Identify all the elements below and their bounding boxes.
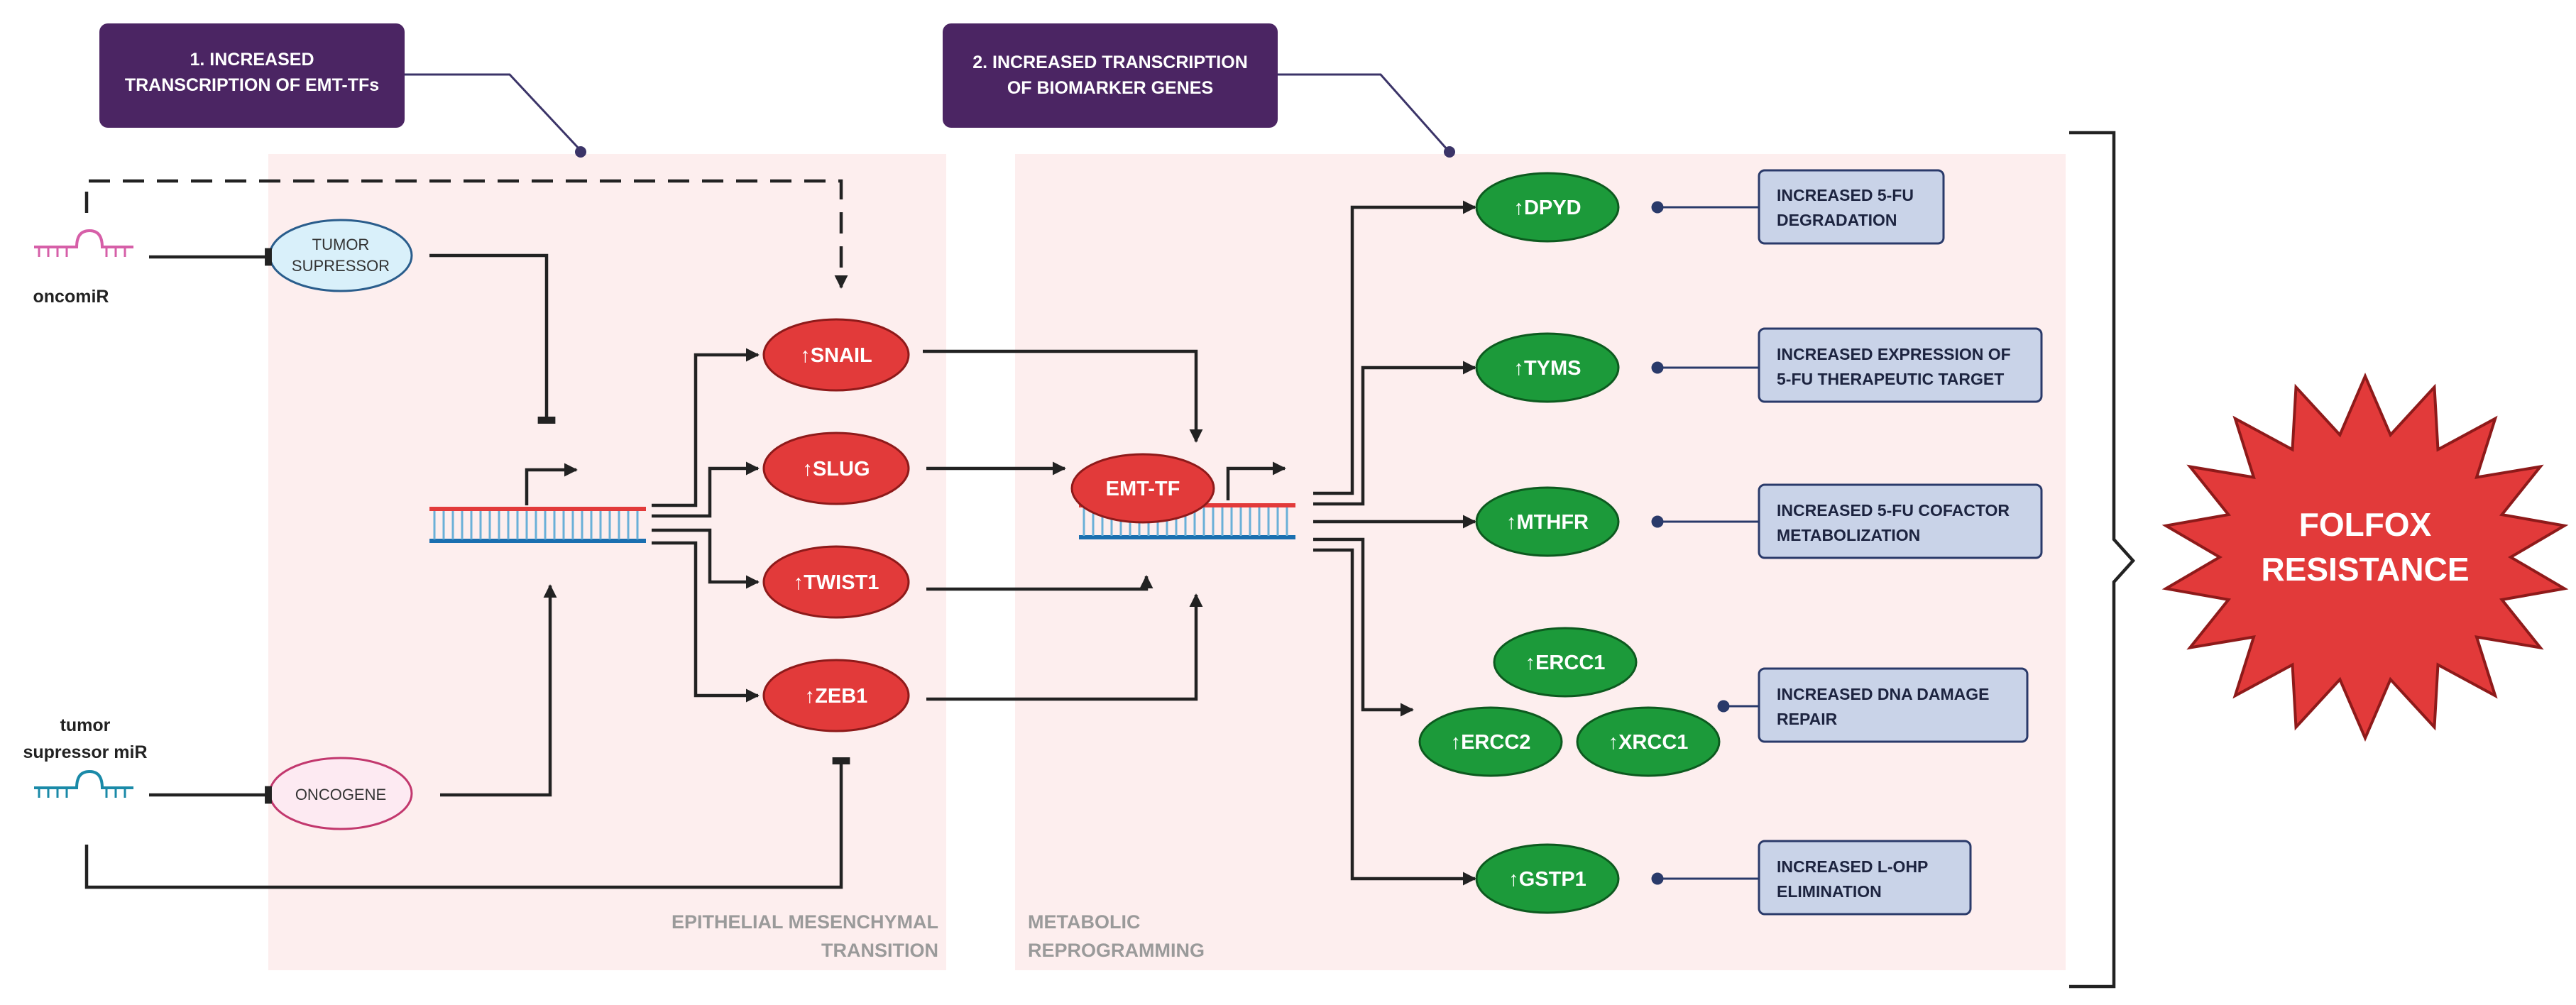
tyms-label: ↑TYMS	[1513, 357, 1581, 380]
metabolic-region	[1015, 154, 2066, 970]
effect-gstp1-line1: INCREASED L-OHP	[1777, 857, 1928, 876]
dna-to-dpyd	[1313, 200, 1476, 495]
ercc2-node: ↑ERCC2	[1418, 706, 1563, 777]
snail-to-emt-tf	[923, 349, 1203, 443]
oncogene-activates-dna	[440, 584, 557, 797]
zeb1-to-emt-tf	[926, 593, 1203, 701]
tumor-supressor-mir-label-1: tumor	[60, 715, 111, 735]
effect-dna-repair: INCREASED DNA DAMAGE REPAIR	[1758, 667, 2029, 743]
callout-bio-line1: 2. INCREASED TRANSCRIPTION	[972, 53, 1248, 72]
tumor-supressor-mir-label-2: supressor miR	[23, 742, 147, 762]
snail-label: ↑SNAIL	[800, 344, 872, 367]
oncogene-label: ONCOGENE	[295, 786, 386, 803]
effect-gstp1: INCREASED L-OHP ELIMINATION	[1758, 840, 1972, 916]
effect-dna-line1: INCREASED DNA DAMAGE	[1777, 685, 1989, 703]
twist1-label: ↑TWIST1	[794, 571, 879, 594]
dna-emt-icon	[429, 507, 646, 543]
effect-dpyd: INCREASED 5-FU DEGRADATION	[1758, 169, 1945, 245]
gstp1-node: ↑GSTP1	[1475, 843, 1620, 914]
effect-gstp1-line2: ELIMINATION	[1777, 882, 1882, 901]
emt-region-label-2: TRANSITION	[821, 940, 938, 961]
emt-tf-label: EMT-TF	[1106, 478, 1180, 500]
metabolic-region-label-1: METABOLIC	[1028, 911, 1140, 933]
outcome-line1: FOLFOX	[2299, 506, 2432, 543]
slug-label: ↑SLUG	[802, 458, 870, 480]
tumor-supressor-inhibits-dna	[429, 253, 556, 424]
callout-emt-line1: 1. INCREASED	[190, 50, 314, 70]
effect-tyms-line2: 5-FU THERAPEUTIC TARGET	[1777, 370, 2004, 388]
ercc1-node: ↑ERCC1	[1493, 627, 1638, 698]
tumor-mir-inhibits-zeb1	[84, 757, 850, 889]
effect-tyms: INCREASED EXPRESSION OF 5-FU THERAPEUTIC…	[1758, 327, 2043, 403]
twist1-to-emt-tf	[926, 575, 1153, 591]
snail-node: ↑SNAIL	[762, 318, 910, 392]
slug-node: ↑SLUG	[762, 432, 910, 505]
effect-dpyd-line2: DEGRADATION	[1777, 211, 1897, 229]
effect-connectors	[1651, 201, 1759, 885]
callout-emt-line2: TRANSCRIPTION OF EMT-TFs	[125, 75, 379, 95]
dna-to-snail	[652, 348, 760, 507]
tumor-supressor-gene: TUMOR SUPRESSOR	[268, 219, 413, 292]
twist1-node: ↑TWIST1	[762, 545, 910, 619]
effect-mthfr-line1: INCREASED 5-FU COFACTOR	[1777, 501, 2010, 520]
emt-region-label-1: EPITHELIAL MESENCHYMAL	[672, 911, 938, 933]
dpyd-label: ↑DPYD	[1513, 197, 1581, 219]
dna-to-gstp1	[1313, 548, 1476, 886]
tyms-node: ↑TYMS	[1475, 332, 1620, 403]
effect-dpyd-line1: INCREASED 5-FU	[1777, 186, 1914, 204]
dna-metabolic-promoter-arrow	[1226, 461, 1286, 500]
metabolic-region-label-2: REPROGRAMMING	[1028, 940, 1205, 961]
effect-mthfr-line2: METABOLIZATION	[1777, 526, 1920, 544]
dna-to-slug	[652, 461, 760, 518]
xrcc1-label: ↑XRCC1	[1608, 731, 1689, 754]
gstp1-label: ↑GSTP1	[1508, 868, 1586, 891]
dna-to-zeb1	[652, 541, 760, 703]
zeb1-label: ↑ZEB1	[805, 685, 868, 708]
callout-emt-transcription: 1. INCREASED TRANSCRIPTION OF EMT-TFs	[99, 23, 586, 158]
mthfr-label: ↑MTHFR	[1506, 511, 1589, 534]
callout-bio-line2: OF BIOMARKER GENES	[1007, 78, 1213, 98]
dpyd-node: ↑DPYD	[1475, 172, 1620, 243]
oncogene: ONCOGENE	[268, 757, 413, 830]
effect-dna-line2: REPAIR	[1777, 710, 1838, 728]
dna-emt-promoter-arrow	[525, 463, 578, 505]
oncomir-to-snail-dashed	[84, 179, 848, 289]
outcome-line2: RESISTANCE	[2261, 551, 2469, 588]
effect-mthfr: INCREASED 5-FU COFACTOR METABOLIZATION	[1758, 483, 2043, 559]
tumor-supressor-mir-hairpin-icon	[34, 769, 133, 798]
tumor-supressor-line1: TUMOR	[312, 236, 370, 253]
oncomir-label: oncomiR	[33, 287, 109, 307]
ercc1-label: ↑ERCC1	[1525, 652, 1606, 674]
folfox-resistance-burst	[2161, 372, 2569, 742]
emt-tf-node: EMT-TF	[1070, 453, 1215, 524]
effect-tyms-line1: INCREASED EXPRESSION OF	[1777, 345, 2011, 363]
dna-to-ercc	[1313, 537, 1414, 717]
zeb1-node: ↑ZEB1	[762, 659, 910, 732]
oncomir-hairpin-icon	[34, 229, 133, 257]
dna-to-tyms	[1313, 361, 1476, 506]
tumor-supressor-line2: SUPRESSOR	[292, 257, 390, 275]
dna-to-twist1	[652, 528, 760, 589]
grouping-brace	[2069, 131, 2136, 989]
mthfr-node: ↑MTHFR	[1475, 486, 1620, 557]
callout-biomarker-transcription: 2. INCREASED TRANSCRIPTION OF BIOMARKER …	[943, 23, 1455, 158]
xrcc1-node: ↑XRCC1	[1576, 706, 1721, 777]
ercc2-label: ↑ERCC2	[1451, 731, 1531, 754]
